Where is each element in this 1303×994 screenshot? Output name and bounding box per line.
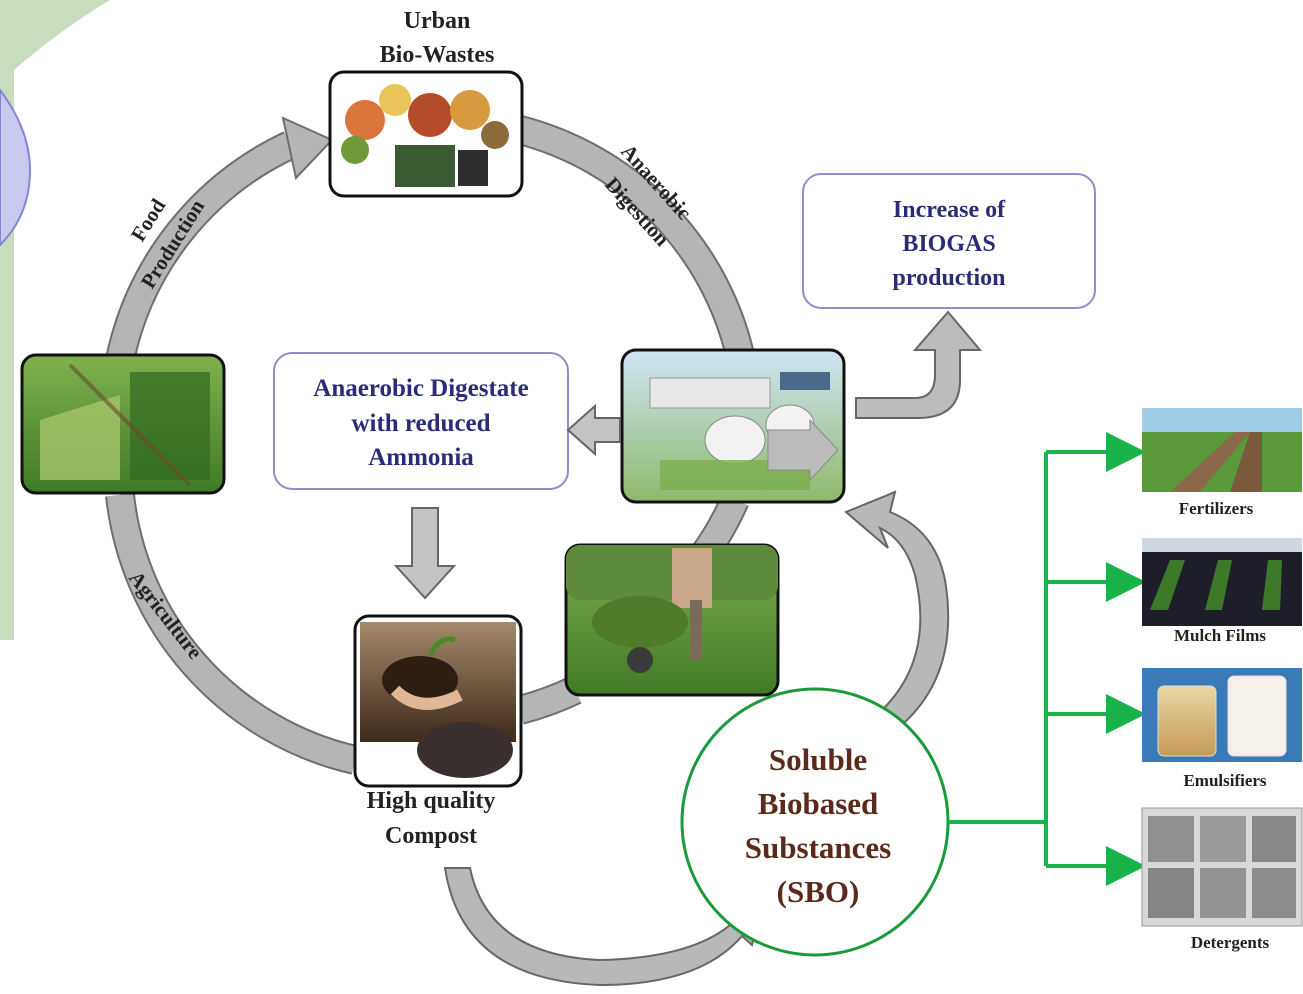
product-fertilizers-image bbox=[1142, 408, 1302, 492]
biogas-increase-box: Increase of BIOGAS production bbox=[802, 173, 1096, 309]
product-detergents-image bbox=[1141, 807, 1303, 927]
biogas-plant-image bbox=[620, 348, 846, 504]
urban-title-line2: Bio-Wastes bbox=[380, 42, 495, 68]
sbo-line1: Soluble bbox=[769, 742, 867, 777]
arrow-digestate-to-compost bbox=[393, 507, 457, 600]
compost-line1: High quality bbox=[367, 788, 496, 814]
arrow-to-digestate bbox=[566, 403, 621, 457]
product-label-fertilizers: Fertilizers bbox=[1179, 499, 1254, 518]
sbo-line4: (SBO) bbox=[777, 874, 860, 909]
product-mulch-films-image bbox=[1142, 538, 1302, 626]
grass-wheelbarrow-image bbox=[564, 543, 780, 697]
biogas-line2: BIOGAS bbox=[902, 231, 995, 257]
digestate-line3: Ammonia bbox=[368, 444, 474, 471]
biogas-line3: production bbox=[893, 265, 1006, 291]
product-label-mulch-films: Mulch Films bbox=[1174, 626, 1266, 645]
digestate-box: Anaerobic Digestate with reduced Ammonia bbox=[273, 352, 569, 490]
urban-biowaste-image bbox=[328, 70, 524, 198]
arrow-sbo-to-plant bbox=[844, 490, 950, 724]
background-decoration bbox=[0, 0, 110, 640]
urban-title-line1: Urban bbox=[404, 8, 471, 34]
arrow-to-biogas bbox=[855, 310, 983, 419]
digestate-line1: Anaerobic Digestate bbox=[313, 375, 528, 402]
compost-image bbox=[353, 614, 523, 788]
arrow-compost-to-sbo bbox=[443, 867, 762, 987]
product-label-emulsifiers: Emulsifiers bbox=[1183, 771, 1266, 790]
compost-line2: Compost bbox=[385, 823, 477, 849]
sbo-line3: Substances bbox=[745, 830, 891, 865]
biogas-line1: Increase of bbox=[893, 197, 1006, 223]
product-label-detergents: Detergents bbox=[1191, 933, 1270, 952]
sbo-line2: Biobased bbox=[758, 786, 879, 821]
sbo-product-branches bbox=[948, 432, 1146, 886]
digestate-line2: with reduced bbox=[351, 410, 490, 437]
product-emulsifiers-image bbox=[1142, 668, 1302, 762]
sbo-circle: Soluble Biobased Substances (SBO) bbox=[680, 687, 950, 957]
agriculture-field-image bbox=[20, 353, 226, 495]
